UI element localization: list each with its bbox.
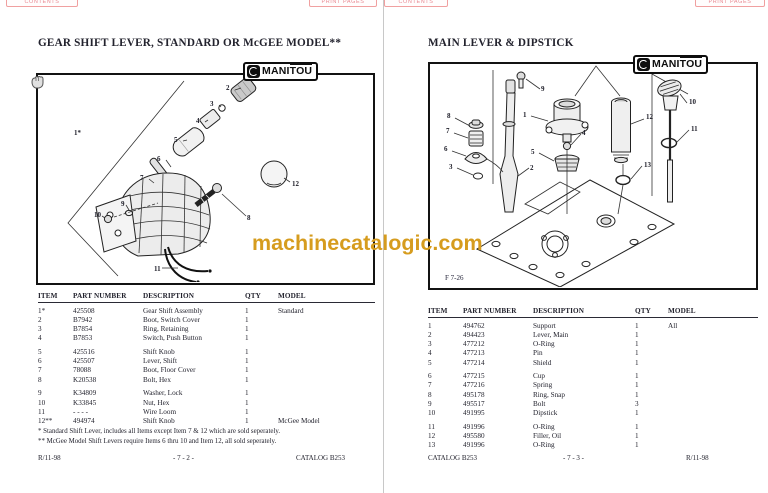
main-lever-dipstick-diagram	[451, 65, 690, 287]
table-row: 4 B7853 Switch, Push Button 1	[38, 334, 249, 343]
logo-text: MANI	[652, 58, 680, 71]
diagram-box-left: 1* 2 3 4 5 6 7 8 9 10 11 12	[36, 73, 375, 285]
parts-table-left: ITEM PART NUMBER DESCRIPTION QTY MODEL 1…	[38, 292, 375, 426]
callout-number: 5	[531, 148, 535, 156]
footer-page-number: - 7 - 3 -	[563, 454, 584, 462]
callout-number: 11	[154, 265, 161, 273]
grab-hand-cursor	[31, 76, 44, 89]
footnote: ** McGee Model Shift Levers require Item…	[38, 437, 277, 445]
table-row: 1 494762 Support 1 All	[428, 321, 678, 330]
table-row: 12 495580 Filler, Oil 1	[428, 431, 639, 440]
logo-text: MANI	[262, 65, 290, 78]
callout-number: 1*	[74, 129, 81, 137]
table-row: 7 78088 Boot, Floor Cover 1	[38, 366, 249, 375]
table-row: 10 K33845 Nut, Hex 1	[38, 398, 249, 407]
table-row: 9 K34809 Washer, Lock 1	[38, 389, 249, 398]
table-row: 6 477215 Cup 1	[428, 372, 639, 381]
callout-number: 9	[121, 200, 125, 208]
page-footer-right: CATALOG B253 - 7 - 3 - R/11-98	[428, 454, 758, 464]
figure-label: F 7-26	[445, 274, 464, 282]
page-footer-left: R/11-98 - 7 - 2 - CATALOG B253	[38, 454, 375, 464]
table-row: 8 K20538 Bolt, Hex 1	[38, 375, 249, 384]
footer-catalog: CATALOG B253	[296, 454, 346, 462]
table-row: 13 491996 O-Ring 1	[428, 441, 639, 450]
table-row: 5 425516 Shift Knob 1	[38, 348, 249, 357]
table-body: 1* 425508 Gear Shift Assembly 1 Standard…	[38, 307, 375, 426]
parts-table-right: ITEM PART NUMBER DESCRIPTION QTY MODEL 1…	[428, 307, 758, 450]
footer-catalog: CATALOG B253	[428, 454, 478, 462]
table-body: 1 494762 Support 1 All 2 494423 Lever, M…	[428, 322, 758, 451]
footer-revision: R/11-98	[686, 454, 709, 462]
nav-button[interactable]: CONTENTS	[6, 0, 78, 7]
callout-number: 2	[226, 84, 230, 92]
table-row: 7 477216 Spring 1	[428, 381, 639, 390]
callout-number: 11	[691, 125, 698, 133]
callout-number: 9	[541, 85, 545, 93]
table-row: 2 494423 Lever, Main 1	[428, 330, 639, 339]
table-row: 2 B7942 Boot, Switch Cover 1	[38, 315, 249, 324]
table-row: 5 477214 Shield 1	[428, 358, 639, 367]
callout-number: 2	[530, 164, 534, 172]
callout-number: 4	[582, 129, 586, 137]
manitou-emblem-icon	[247, 65, 260, 78]
callout-number: 6	[444, 145, 448, 153]
callout-number: 7	[140, 174, 144, 182]
footer-page-number: - 7 - 2 -	[173, 454, 194, 462]
callout-number: 3	[210, 100, 214, 108]
table-row: 3 B7854 Ring, Retaining 1	[38, 325, 249, 334]
manitou-logo: MANITOU	[243, 62, 319, 81]
callout-number: 5	[174, 136, 178, 144]
callout-number: 10	[689, 98, 696, 106]
manitou-emblem-icon	[637, 58, 650, 71]
callout-number: 8	[247, 214, 251, 222]
table-row: 9 495517 Bolt 3	[428, 399, 639, 408]
callout-number: 12	[292, 180, 299, 188]
nav-button[interactable]: CONTENTS	[384, 0, 448, 7]
callout-number: 6	[157, 155, 161, 163]
table-row: 1* 425508 Gear Shift Assembly 1 Standard	[38, 306, 304, 315]
table-row: 11 - - - - Wire Loom 1	[38, 407, 249, 416]
table-header: ITEM PART NUMBER DESCRIPTION QTY MODEL	[38, 292, 375, 304]
table-row: 3 477212 O-Ring 1	[428, 340, 639, 349]
nav-button[interactable]: PRINT PAGES	[309, 0, 377, 7]
page-title: MAIN LEVER & DIPSTICK	[428, 37, 574, 49]
nav-button[interactable]: PRINT PAGES	[695, 0, 765, 7]
callout-number: 3	[449, 163, 453, 171]
table-header: ITEM PART NUMBER DESCRIPTION QTY MODEL	[428, 307, 758, 319]
table-row: 10 491995 Dipstick 1	[428, 409, 639, 418]
footnotes: * Standard Shift Lever, includes all Ite…	[38, 427, 280, 446]
page-title: GEAR SHIFT LEVER, STANDARD OR McGEE MODE…	[38, 37, 342, 49]
page-divider	[383, 0, 384, 493]
table-row: 6 425507 Lever, Shift 1	[38, 357, 249, 366]
callout-number: 1	[523, 111, 527, 119]
table-row: 8 495178 Ring, Snap 1	[428, 390, 639, 399]
callout-number: 12	[646, 113, 653, 121]
gear-shift-exploded-diagram	[67, 77, 291, 282]
footnote: * Standard Shift Lever, includes all Ite…	[38, 428, 281, 435]
callout-number: 4	[196, 117, 200, 125]
callout-number: 13	[644, 161, 651, 169]
callout-number: 10	[94, 211, 101, 219]
diagram-box-right: 9 1 8 7 6 3 4 5 2 12 13 10 11 F 7-26	[428, 62, 758, 290]
table-row: 4 477213 Pin 1	[428, 349, 639, 358]
watermark: machinecatalogic.com	[252, 231, 483, 255]
callout-number: 8	[447, 112, 451, 120]
manitou-logo: MANITOU	[633, 55, 709, 74]
footer-revision: R/11-98	[38, 454, 61, 462]
callout-number: 7	[446, 127, 450, 135]
table-row: 11 491996 O-Ring 1	[428, 422, 639, 431]
table-row: 12** 494974 Shift Knob 1 McGee Model	[38, 416, 320, 425]
